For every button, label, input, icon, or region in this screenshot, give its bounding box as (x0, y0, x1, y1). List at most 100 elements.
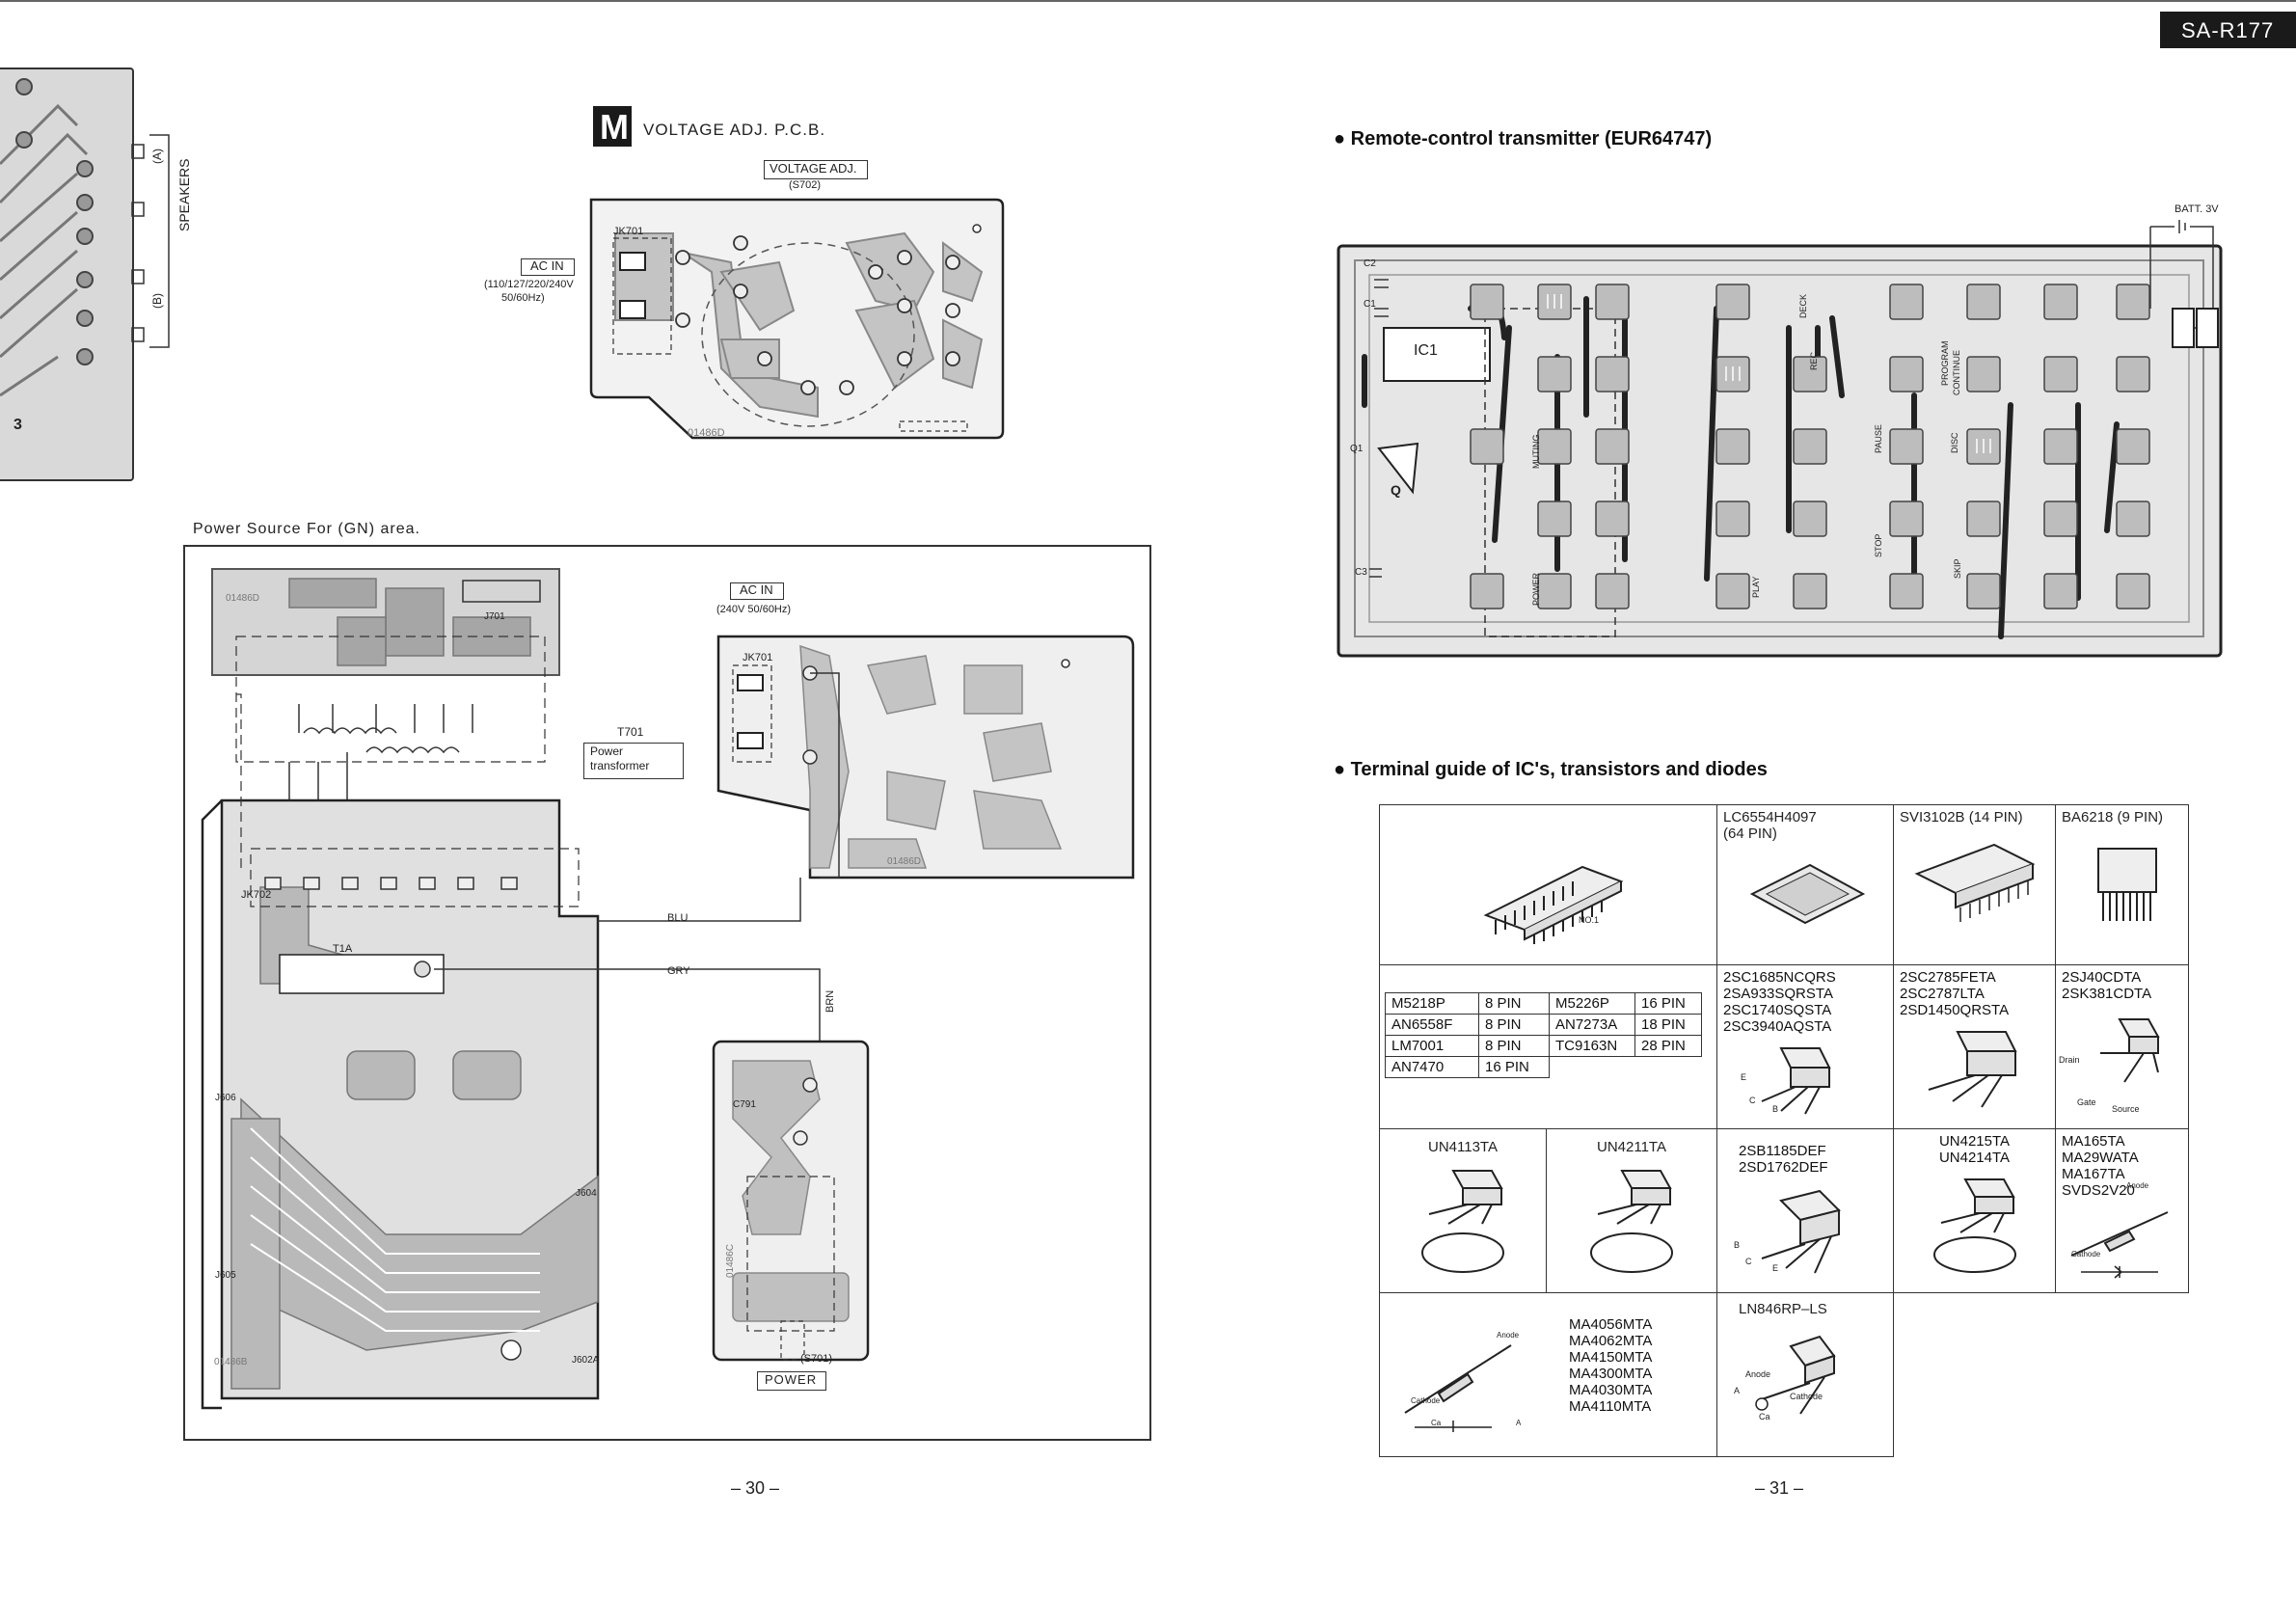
table-cell: TC9163N (1549, 1035, 1635, 1057)
table-cell: 8 PIN (1478, 1035, 1550, 1057)
table-cell-empty (1550, 1057, 1635, 1078)
un42-0: UN4215TA (1938, 1133, 2011, 1150)
remote-key-disc: DISC (1950, 432, 1959, 453)
gn-transformer: Power transformer (590, 744, 650, 772)
fet-1: 2SK381CDTA (2062, 986, 2152, 1002)
remote-q1: Q1 (1350, 444, 1364, 454)
diode1-0: MA165TA (2062, 1133, 2125, 1150)
remote-pcb (1337, 220, 2223, 658)
fet-gate: Gate (2077, 1097, 2096, 1107)
tr1-2: 2SC1740SQSTA (1723, 1002, 1832, 1018)
gn-board-no-4: 01486B (214, 1357, 248, 1367)
gn-j604: J604 (576, 1188, 597, 1199)
speakers-a: (A) (150, 149, 164, 164)
gn-s701: (S701) (800, 1353, 833, 1365)
voltage-adj-switch-box (764, 160, 868, 179)
fet-0: 2SJ40CDTA (2062, 969, 2142, 986)
speakers-label: SPEAKERS (176, 158, 192, 231)
remote-key-stop: STOP (1874, 533, 1883, 557)
sb-b: B (1734, 1240, 1741, 1250)
voltage-ac-spec2: 50/60Hz) (501, 292, 545, 304)
fet-drain: Drain (2059, 1055, 2080, 1065)
diode1-anode: Anode (2126, 1181, 2149, 1190)
table-cell: LM7001 (1385, 1035, 1479, 1057)
un4113-name: UN4113TA (1428, 1139, 1498, 1155)
speaker-brackets (131, 134, 170, 348)
section-m-letter: M (600, 107, 629, 147)
speakers-b: (B) (150, 293, 164, 309)
page-number-left: – 30 – (731, 1478, 780, 1498)
led-a: A (1734, 1386, 1741, 1395)
gn-board-no-2: 01486D (887, 856, 922, 867)
tr1-b: B (1772, 1104, 1779, 1114)
ma-0: MA4056MTA (1569, 1316, 1653, 1333)
tr1-c: C (1749, 1096, 1756, 1105)
ma-5: MA4110MTA (1569, 1398, 1652, 1415)
diode1-cell: MA165TA MA29WATA MA167TA SVDS2V20 (2055, 1128, 2189, 1293)
remote-key-continue: CONTINUE (1952, 350, 1961, 395)
table-cell: AN7470 (1385, 1056, 1479, 1078)
gn-ac-in-box (730, 582, 784, 600)
voltage-board-no: 01486D (688, 427, 725, 439)
remote-key-program: PROGRAM (1940, 340, 1950, 386)
dip-ic-drawing (1483, 865, 1623, 944)
led-anode: Anode (1745, 1369, 1771, 1379)
sb-0: 2SB1185DEF (1739, 1143, 1826, 1159)
sb-c: C (1745, 1257, 1752, 1266)
gn-power: POWER (765, 1372, 818, 1387)
power-source-frame (183, 545, 1151, 1441)
dip-no1: NO.1 (1579, 915, 1600, 925)
page-number-right: – 31 – (1755, 1478, 1804, 1498)
led-name: LN846RP–LS (1739, 1301, 1827, 1317)
un42-cell: UN4215TA UN4214TA (1893, 1128, 2056, 1293)
ma-cathode: Cathode (1411, 1396, 1441, 1405)
tr1-cell: 2SC1685NCQRS 2SA933SQRSTA 2SC1740SQSTA 2… (1716, 964, 1894, 1129)
remote-c2: C2 (1364, 258, 1376, 269)
voltage-adj-title: VOLTAGE ADJ. P.C.B. (643, 121, 826, 139)
sb-cell: 2SB1185DEF 2SD1762DEF (1716, 1128, 1894, 1293)
table-cell: 8 PIN (1478, 1014, 1550, 1036)
table-cell: 28 PIN (1634, 1035, 1702, 1057)
gn-jk702: JK702 (241, 889, 272, 901)
tr2-0: 2SC2785FETA (1900, 969, 1996, 986)
remote-batt-label: BATT. 3V (2174, 203, 2219, 215)
voltage-ac-spec1: (110/127/220/240V (484, 279, 574, 290)
un4211-drawing (1590, 1170, 1673, 1273)
ma-ca: Ca (1431, 1419, 1442, 1427)
diode1-2: MA167TA (2062, 1166, 2125, 1182)
remote-ic1: IC1 (1414, 342, 1438, 359)
qfp-ic-drawing (1749, 863, 1866, 925)
voltage-adj-switch-ref: (S702) (789, 179, 822, 191)
un42-1: UN4214TA (1938, 1150, 2011, 1166)
table-cell: 8 PIN (1478, 992, 1550, 1015)
un42-drawing (1932, 1178, 2016, 1273)
voltage-ac-in-box (521, 258, 575, 276)
table-cell: 16 PIN (1478, 1056, 1550, 1078)
un4211-cell: UN4211TA (1546, 1128, 1717, 1293)
fet-source: Source (2112, 1104, 2140, 1114)
speaker-num: 3 (14, 417, 22, 433)
top-rule (0, 0, 2296, 2)
diode1-1: MA29WATA (2062, 1150, 2139, 1166)
gn-brn: BRN (824, 989, 836, 1013)
table-cell: M5226P (1549, 992, 1635, 1015)
sb-e: E (1772, 1263, 1779, 1273)
ma-drawing (1404, 1344, 1512, 1432)
un4211-name: UN4211TA (1597, 1139, 1666, 1155)
lc6554-name: LC6554H4097 (1723, 809, 1817, 826)
led-cell: LN846RP–LS (1716, 1292, 1894, 1457)
gn-j602a: J602A (572, 1355, 600, 1366)
lc6554-cell: LC6554H4097 (64 PIN) (1716, 804, 1894, 965)
ma-1: MA4062MTA (1569, 1333, 1653, 1349)
gn-j701: J701 (484, 611, 505, 622)
power-source-diagram (201, 568, 1135, 1410)
table-cell: AN6558F (1385, 1014, 1479, 1036)
voltage-adj-board (589, 198, 1005, 440)
terminal-guide-grid: NO.1 LC6554H4097 (64 PIN) SVI3102B (14 P… (1379, 804, 2189, 1457)
gn-jk701: JK701 (743, 652, 773, 663)
gn-c791: C791 (733, 1099, 756, 1110)
remote-key-power: POWER (1531, 572, 1541, 606)
tr1-0: 2SC1685NCQRS (1723, 969, 1836, 986)
svi-cell: SVI3102B (14 PIN) (1893, 804, 2056, 965)
